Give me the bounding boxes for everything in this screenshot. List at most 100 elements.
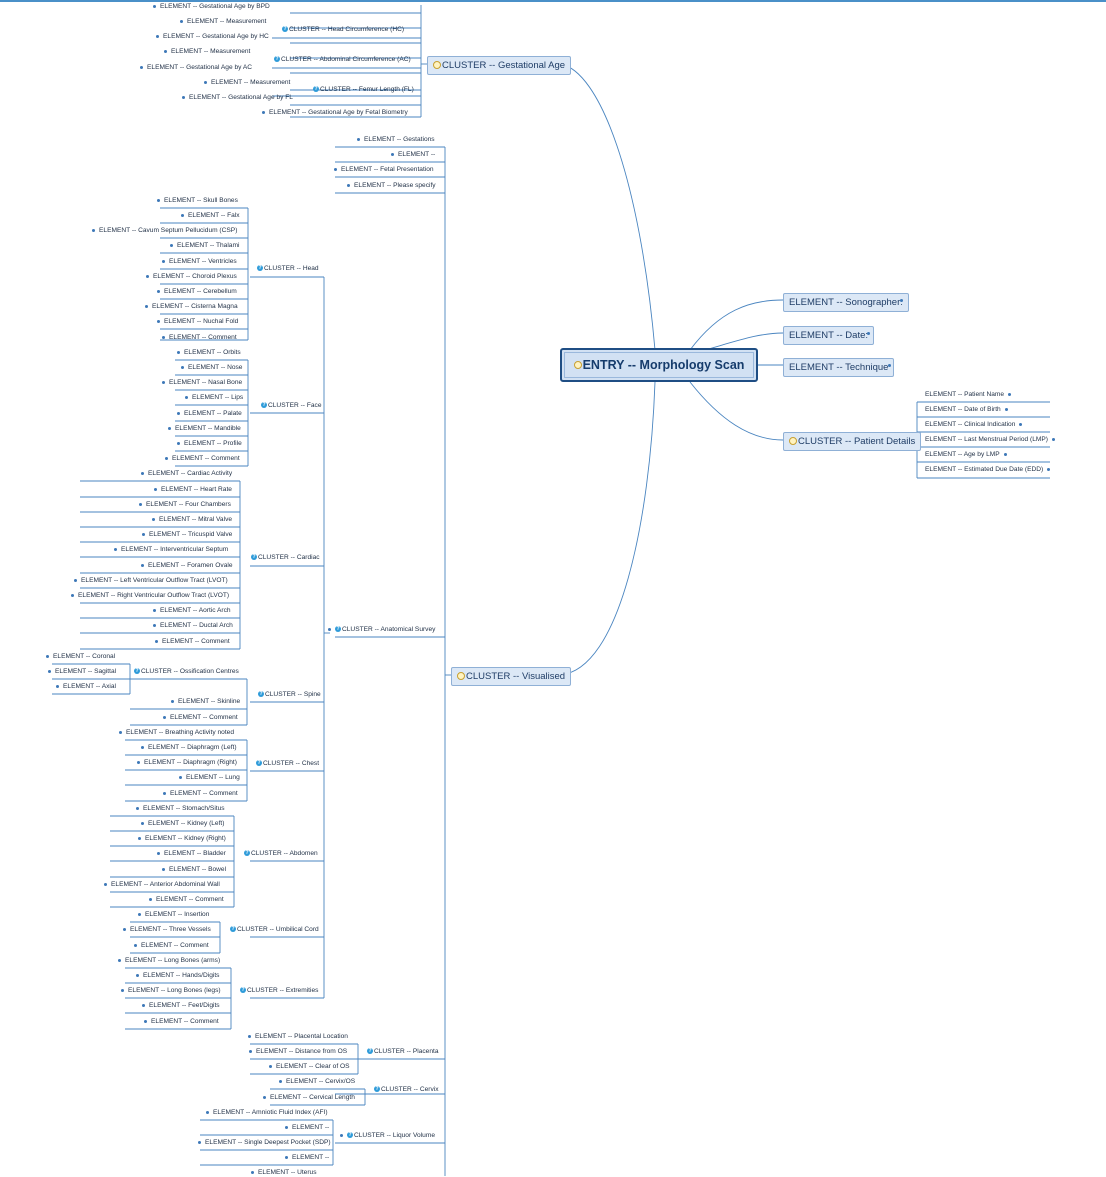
ga-item[interactable]: ELEMENT -- Gestational Age by FL <box>182 94 293 102</box>
date-node[interactable]: ELEMENT -- Date: <box>783 326 875 345</box>
abdomen-cluster[interactable]: ?CLUSTER -- Abdomen <box>244 850 318 858</box>
face-item[interactable]: ELEMENT -- Lips <box>185 394 243 402</box>
placenta-item[interactable]: ELEMENT -- Clear of OS <box>269 1063 350 1071</box>
head-item[interactable]: ELEMENT -- Ventricles <box>162 258 237 266</box>
patient-details-node[interactable]: CLUSTER -- Patient Details <box>783 432 922 451</box>
liquor-item[interactable]: ELEMENT -- <box>285 1154 329 1162</box>
ga-cluster[interactable]: ?CLUSTER -- Femur Length (FL) <box>313 86 414 94</box>
face-item[interactable]: ELEMENT -- Mandible <box>168 425 241 433</box>
chest-item[interactable]: ELEMENT -- Breathing Activity noted <box>119 729 234 737</box>
umbilical-item[interactable]: ELEMENT -- Insertion <box>138 911 209 919</box>
chest-cluster[interactable]: ?CLUSTER -- Chest <box>256 760 319 768</box>
extremities-cluster[interactable]: ?CLUSTER -- Extremities <box>240 987 318 995</box>
cervix-cluster[interactable]: ?CLUSTER -- Cervix <box>374 1086 439 1094</box>
face-item[interactable]: ELEMENT -- Comment <box>165 455 240 463</box>
ga-cluster[interactable]: ?CLUSTER -- Abdominal Circumference (AC) <box>274 56 411 64</box>
cardiac-item[interactable]: ELEMENT -- Mitral Valve <box>152 516 232 524</box>
head-item[interactable]: ELEMENT -- Nuchal Fold <box>157 318 238 326</box>
root-entry-node[interactable]: ENTRY -- Morphology Scan <box>560 348 758 382</box>
ga-item[interactable]: ELEMENT -- Measurement <box>204 79 290 87</box>
face-cluster[interactable]: ?CLUSTER -- Face <box>261 402 322 410</box>
umbilical-item[interactable]: ELEMENT -- Three Vessels <box>123 926 211 934</box>
vis-item[interactable]: ELEMENT -- Fetal Presentation <box>334 166 434 174</box>
cardiac-item[interactable]: ELEMENT -- Right Ventricular Outflow Tra… <box>71 592 229 600</box>
head-item[interactable]: ELEMENT -- Comment <box>162 334 237 342</box>
head-item[interactable]: ELEMENT -- Cavum Septum Pellucidum (CSP) <box>92 227 237 235</box>
technique-node[interactable]: ELEMENT -- Technique <box>783 358 895 377</box>
umbilical-item[interactable]: ELEMENT -- Comment <box>134 942 209 950</box>
extremities-item[interactable]: ELEMENT -- Comment <box>144 1018 219 1026</box>
cardiac-item[interactable]: ELEMENT -- Aortic Arch <box>153 607 231 615</box>
patient-item[interactable]: ELEMENT -- Age by LMP <box>925 451 1007 459</box>
spine-cluster[interactable]: ?CLUSTER -- Spine <box>258 691 321 699</box>
abdomen-item[interactable]: ELEMENT -- Bladder <box>157 850 226 858</box>
spine-item[interactable]: ELEMENT -- Skinline <box>171 698 240 706</box>
ossification-cluster[interactable]: ?CLUSTER -- Ossification Centres <box>134 668 239 676</box>
abdomen-item[interactable]: ELEMENT -- Kidney (Right) <box>138 835 226 843</box>
abdomen-item[interactable]: ELEMENT -- Kidney (Left) <box>141 820 224 828</box>
cardiac-item[interactable]: ELEMENT -- Interventricular Septum <box>114 546 228 554</box>
abdomen-item[interactable]: ELEMENT -- Comment <box>149 896 224 904</box>
face-item[interactable]: ELEMENT -- Orbits <box>177 349 241 357</box>
head-item[interactable]: ELEMENT -- Choroid Plexus <box>146 273 237 281</box>
placenta-item[interactable]: ELEMENT -- Distance from OS <box>249 1048 347 1056</box>
head-item[interactable]: ELEMENT -- Cerebellum <box>157 288 237 296</box>
ga-item[interactable]: ELEMENT -- Gestational Age by HC <box>156 33 269 41</box>
cardiac-item[interactable]: ELEMENT -- Ductal Arch <box>153 622 233 630</box>
vis-item[interactable]: ELEMENT -- <box>391 151 435 159</box>
visualised-node[interactable]: CLUSTER -- Visualised <box>451 667 572 686</box>
face-item[interactable]: ELEMENT -- Nasal Bone <box>162 379 242 387</box>
sonographer-node[interactable]: ELEMENT -- Sonographer: <box>783 293 909 312</box>
patient-item[interactable]: ELEMENT -- Clinical Indication <box>925 421 1023 429</box>
cardiac-item[interactable]: ELEMENT -- Comment <box>155 638 230 646</box>
spine-item[interactable]: ELEMENT -- Comment <box>163 714 238 722</box>
face-item[interactable]: ELEMENT -- Profile <box>177 440 242 448</box>
face-item[interactable]: ELEMENT -- Palate <box>177 410 242 418</box>
patient-item[interactable]: ELEMENT -- Patient Name <box>925 391 1012 399</box>
cardiac-item[interactable]: ELEMENT -- Tricuspid Valve <box>142 531 232 539</box>
head-item[interactable]: ELEMENT -- Skull Bones <box>157 197 238 205</box>
placenta-cluster[interactable]: ?CLUSTER -- Placenta <box>367 1048 439 1056</box>
ga-item[interactable]: ELEMENT -- Gestational Age by BPD <box>153 3 270 11</box>
patient-item[interactable]: ELEMENT -- Date of Birth <box>925 406 1008 414</box>
cervix-item[interactable]: ELEMENT -- Cervix/OS <box>279 1078 355 1086</box>
abdomen-item[interactable]: ELEMENT -- Anterior Abdominal Wall <box>104 881 220 889</box>
cardiac-item[interactable]: ELEMENT -- Four Chambers <box>139 501 231 509</box>
vis-item[interactable]: ELEMENT -- Please specify <box>347 182 436 190</box>
placenta-item[interactable]: ELEMENT -- Placental Location <box>248 1033 348 1041</box>
ga-item[interactable]: ELEMENT -- Gestational Age by Fetal Biom… <box>262 109 408 117</box>
abdomen-item[interactable]: ELEMENT -- Bowel <box>162 866 226 874</box>
cardiac-item[interactable]: ELEMENT -- Cardiac Activity <box>141 470 232 478</box>
extremities-item[interactable]: ELEMENT -- Long Bones (legs) <box>121 987 221 995</box>
ga-item[interactable]: ELEMENT -- Gestational Age by AC <box>140 64 252 72</box>
cardiac-item[interactable]: ELEMENT -- Foramen Ovale <box>141 562 233 570</box>
vis-item[interactable]: ELEMENT -- Gestations <box>357 136 435 144</box>
head-item[interactable]: ELEMENT -- Cisterna Magna <box>145 303 238 311</box>
ossification-item[interactable]: ELEMENT -- Coronal <box>46 653 115 661</box>
chest-item[interactable]: ELEMENT -- Lung <box>179 774 240 782</box>
patient-item[interactable]: ELEMENT -- Estimated Due Date (EDD) <box>925 466 1051 474</box>
ga-item[interactable]: ELEMENT -- Measurement <box>164 48 250 56</box>
head-item[interactable]: ELEMENT -- Falx <box>181 212 240 220</box>
cardiac-cluster[interactable]: ?CLUSTER -- Cardiac <box>251 554 320 562</box>
anatomical-survey-cluster[interactable]: ?CLUSTER -- Anatomical Survey <box>328 626 435 634</box>
ossification-item[interactable]: ELEMENT -- Sagittal <box>48 668 116 676</box>
extremities-item[interactable]: ELEMENT -- Feet/Digits <box>142 1002 220 1010</box>
ga-cluster[interactable]: ?CLUSTER -- Head Circumference (HC) <box>282 26 404 34</box>
chest-item[interactable]: ELEMENT -- Diaphragm (Right) <box>137 759 237 767</box>
liquor-item[interactable]: ELEMENT -- Single Deepest Pocket (SDP) <box>198 1139 331 1147</box>
ga-item[interactable]: ELEMENT -- Measurement <box>180 18 266 26</box>
cardiac-item[interactable]: ELEMENT -- Heart Rate <box>154 486 232 494</box>
cervix-item[interactable]: ELEMENT -- Cervical Length <box>263 1094 355 1102</box>
chest-item[interactable]: ELEMENT -- Comment <box>163 790 238 798</box>
face-item[interactable]: ELEMENT -- Nose <box>181 364 242 372</box>
extremities-item[interactable]: ELEMENT -- Long Bones (arms) <box>118 957 220 965</box>
liquor-item[interactable]: ELEMENT -- <box>285 1124 329 1132</box>
patient-item[interactable]: ELEMENT -- Last Menstrual Period (LMP) <box>925 436 1055 444</box>
head-cluster[interactable]: ?CLUSTER -- Head <box>257 265 319 273</box>
liquor-item[interactable]: ELEMENT -- Amniotic Fluid Index (AFI) <box>206 1109 328 1117</box>
ossification-item[interactable]: ELEMENT -- Axial <box>56 683 116 691</box>
gestational-age-node[interactable]: CLUSTER -- Gestational Age <box>427 56 572 75</box>
abdomen-item[interactable]: ELEMENT -- Stomach/Situs <box>136 805 225 813</box>
cardiac-item[interactable]: ELEMENT -- Left Ventricular Outflow Trac… <box>74 577 228 585</box>
